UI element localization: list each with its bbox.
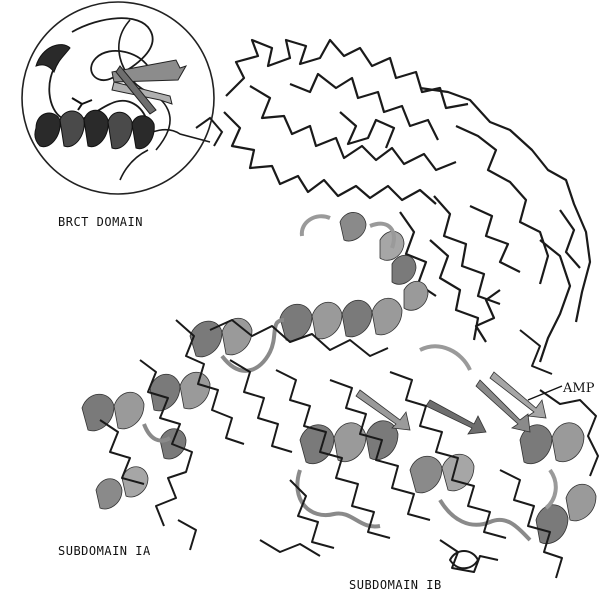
ribbon-strand (426, 400, 486, 434)
ribbon-helix (300, 425, 334, 464)
brct-domain-label: BRCT DOMAIN (58, 215, 143, 229)
ribbon-helix (566, 484, 596, 521)
ribbon-helix (340, 212, 366, 241)
ribbon-loop (302, 216, 330, 236)
gray-ribbon-structure (82, 212, 596, 543)
ribbon-helix (114, 392, 144, 429)
ribbon-helix (536, 505, 568, 544)
ribbon-helix (392, 255, 416, 284)
subdomain-ia-label: SUBDOMAIN IA (58, 544, 151, 558)
ribbon-loop (420, 346, 470, 370)
ribbon-loop (546, 470, 556, 508)
amp-label: AMP (563, 381, 594, 396)
ribbon-strand (490, 372, 546, 418)
subdomain-ib-label: SUBDOMAIN IB (349, 578, 442, 592)
ribbon-helix (312, 302, 342, 339)
brct-domain-inset (22, 2, 214, 194)
ribbon-helix (372, 298, 402, 335)
amp-pointer-line (528, 386, 562, 400)
upper-backbone-trace (224, 40, 590, 362)
ribbon-helix (342, 300, 372, 337)
ribbon-loop (440, 500, 530, 540)
ribbon-helix (552, 423, 584, 462)
ribbon-helix (404, 281, 428, 310)
ribbon-helix (180, 372, 210, 409)
ribbon-helix (410, 456, 442, 493)
ribbon-helix (96, 479, 122, 509)
